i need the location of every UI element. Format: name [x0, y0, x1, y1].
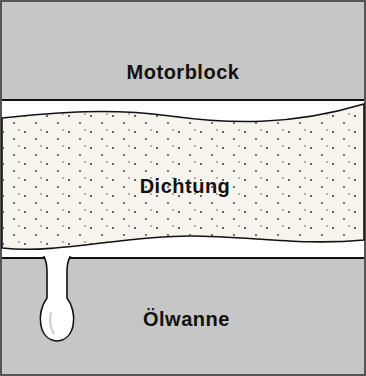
engine-block: Motorblock: [127, 61, 240, 84]
drop-join: [45, 255, 69, 258]
gasket-texture: [2, 104, 364, 249]
gasket: [2, 104, 364, 249]
gasket-band: Dichtung: [140, 175, 231, 198]
oil-pan: Ölwanne: [143, 308, 230, 331]
part-label: Ölwanne: [143, 308, 230, 331]
part-label: Dichtung: [140, 175, 231, 198]
oil-drop: [40, 257, 73, 341]
block-edge: [2, 99, 364, 101]
drop-highlight: [50, 312, 54, 334]
part-label: Motorblock: [127, 61, 240, 84]
gap: [2, 100, 364, 258]
